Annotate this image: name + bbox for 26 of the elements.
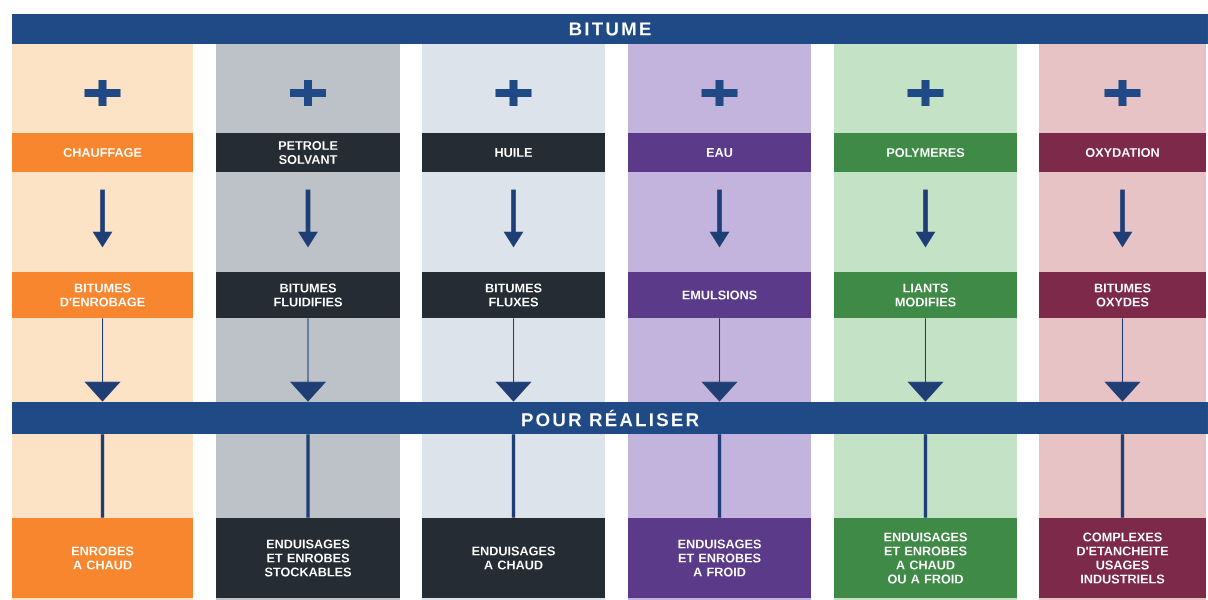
label-box: OXYDATION [1039,133,1206,172]
connector-line [717,434,722,518]
label-box: COMPLEXES D'ETANCHEITE USAGES INDUSTRIELS [1039,518,1206,598]
connector-line [511,434,516,518]
label-box: ENROBES A CHAUD [12,518,193,598]
label-box: CHAUFFAGE [12,133,193,172]
label-box: LIANTS MODIFIES [834,272,1017,318]
title-band: POUR RÉALISER [12,402,1208,434]
label-box: ENDUISAGES ET ENROBES STOCKABLES [216,518,400,598]
connector-line [306,434,310,518]
label-box: BITUMES D'ENROBAGE [12,272,193,318]
connector-line [923,434,928,518]
title-band: BITUME [12,14,1208,44]
label-box: BITUMES OXYDES [1039,272,1206,318]
connector-line [100,434,105,518]
label-box: PETROLE SOLVANT [216,133,400,172]
label-box: HUILE [422,133,605,172]
label-box: EAU [628,133,811,172]
label-box: EMULSIONS [628,272,811,318]
label-box: POLYMERES [834,133,1017,172]
label-box: ENDUISAGES ET ENROBES A CHAUD OU A FROID [834,518,1017,598]
connector-line [1120,434,1125,518]
label-box: ENDUISAGES A CHAUD [422,518,605,598]
label-box: ENDUISAGES ET ENROBES A FROID [628,518,811,598]
label-box: BITUMES FLUIDIFIES [216,272,400,318]
label-box: BITUMES FLUXES [422,272,605,318]
